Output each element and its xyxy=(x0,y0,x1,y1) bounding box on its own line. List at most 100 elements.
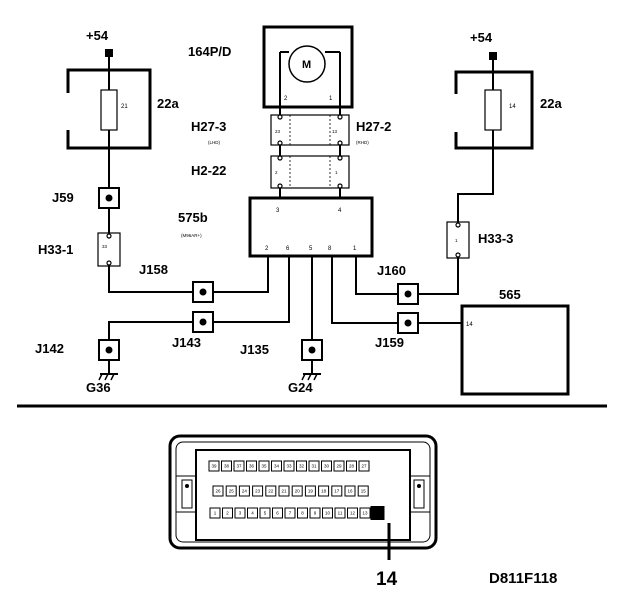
diagnostic-pin-label-27: 27 xyxy=(361,464,367,469)
supply-label-left: +54 xyxy=(86,28,109,43)
diagnostic-pin-label-11: 11 xyxy=(338,511,343,516)
control-unit-575b xyxy=(248,196,374,258)
diagnostic-pin-12 xyxy=(347,507,358,519)
fuse-left-number: 21 xyxy=(121,104,128,110)
diagnostic-pin-label-36: 36 xyxy=(249,464,255,469)
diagnostic-pin-label-19: 19 xyxy=(308,489,314,494)
fuse-right xyxy=(484,89,502,131)
connector-h33-1-bottom xyxy=(106,260,112,266)
pin-h2-22-bottom-right xyxy=(337,183,343,189)
diagnostic-pin-29 xyxy=(333,460,345,472)
connector-h33-1-pin: 33 xyxy=(102,244,108,249)
diagnostic-pin-34 xyxy=(271,460,282,472)
connector-h27-3-label: H27-3 xyxy=(191,119,226,134)
ecu-pin-6: 6 xyxy=(286,246,290,252)
diagnostic-pin-25 xyxy=(225,485,237,497)
diagnostic-pin-label-34: 34 xyxy=(274,464,280,469)
connector-h2-22-pin-1: 1 xyxy=(335,170,338,175)
supply-label-right: +54 xyxy=(470,30,493,45)
diagnostic-pin-31 xyxy=(308,460,320,472)
diagnostic-pin-label-6: 6 xyxy=(276,511,279,516)
diagnostic-pin-35 xyxy=(258,460,270,472)
diagnostic-pin-label-35: 35 xyxy=(261,464,267,469)
motor-symbol: M xyxy=(302,59,311,71)
drawing-id: D811F118 xyxy=(489,570,557,587)
connector-j159-label: J159 xyxy=(375,335,404,350)
diagnostic-pin-label-1: 1 xyxy=(214,511,217,516)
connector-j143-pin xyxy=(199,318,207,326)
connector-j158-pin xyxy=(199,288,207,296)
diagnostic-pin-label-9: 9 xyxy=(314,511,317,516)
connector-j160-label: J160 xyxy=(377,263,406,278)
diagnostic-pin-label-39: 39 xyxy=(211,464,217,469)
diagnostic-pin-22 xyxy=(265,485,277,497)
connector-j59-label: J59 xyxy=(52,190,74,205)
ground-g36-label: G36 xyxy=(86,380,111,395)
diagnostic-pin-18 xyxy=(318,485,330,497)
fuse-left xyxy=(100,89,118,131)
diagnostic-pin-26 xyxy=(212,485,224,497)
diagnostic-pin-label-7: 7 xyxy=(289,511,292,516)
diagnostic-pin-39 xyxy=(208,460,220,472)
pin-14-callout: 14 xyxy=(376,569,398,590)
fuse-box-left xyxy=(66,68,152,150)
connector-h27-3-pin: 23 xyxy=(275,129,281,134)
ecu-pin-8: 8 xyxy=(328,246,332,252)
diagnostic-pin-5 xyxy=(259,507,271,519)
diagnostic-pin-label-24: 24 xyxy=(242,489,248,494)
diagnostic-pin-label-23: 23 xyxy=(255,489,261,494)
ground-g36-icon xyxy=(98,373,118,381)
motor-pin-2: 2 xyxy=(284,96,288,102)
diagnostic-pin-33 xyxy=(283,460,295,472)
unit-label-575b: 575b xyxy=(178,210,208,225)
wire-fuse-right-h33-3 xyxy=(457,130,494,222)
diagnostic-pin-label-21: 21 xyxy=(281,489,287,494)
diagnostic-pin-label-32: 32 xyxy=(299,464,305,469)
diagnostic-pin-label-10: 10 xyxy=(325,511,331,516)
diagnostic-pin-label-38: 38 xyxy=(224,464,230,469)
diagnostic-pin-label-3: 3 xyxy=(239,511,242,516)
pin-h27-2-bottom xyxy=(337,140,343,146)
unit-label-565: 565 xyxy=(499,287,521,302)
diagnostic-pin-label-13: 13 xyxy=(362,511,368,516)
wire-j160-h33-3 xyxy=(418,258,459,295)
ecu-pin-5: 5 xyxy=(309,246,313,252)
diagnostic-pin-24 xyxy=(238,485,250,497)
diagnostic-pin-32 xyxy=(296,460,307,472)
unit-575b-note: (M96AR+) xyxy=(181,233,202,238)
diagnostic-connector xyxy=(168,434,438,550)
diagnostic-pin-label-20: 20 xyxy=(295,489,301,494)
diagnostic-pin-1 xyxy=(209,507,221,519)
diagnostic-pin-6 xyxy=(272,507,283,519)
diagnostic-pin-9 xyxy=(309,507,321,519)
ground-g24-icon xyxy=(301,373,321,381)
diagnostic-pin-28 xyxy=(346,460,357,472)
wire-h33-1-j158 xyxy=(108,266,193,293)
diagnostic-pin-label-2: 2 xyxy=(226,511,229,516)
connector-h33-3 xyxy=(446,221,470,259)
connector-h33-1-label: H33-1 xyxy=(38,242,73,257)
diagnostic-pin-20 xyxy=(291,485,303,497)
diagnostic-pin-label-29: 29 xyxy=(336,464,342,469)
diagnostic-pin-label-17: 17 xyxy=(334,489,340,494)
diagnostic-pin-27 xyxy=(358,460,370,472)
connector-j142-label: J142 xyxy=(35,341,64,356)
connector-j135-pin xyxy=(308,346,316,354)
ecu-pin-3: 3 xyxy=(276,208,280,214)
diagnostic-pin-37 xyxy=(233,460,245,472)
diagnostic-pin-label-8: 8 xyxy=(301,511,304,516)
connector-h33-3-top xyxy=(455,222,461,228)
pin-h27-2-top xyxy=(337,114,343,120)
diagnostic-pin-label-31: 31 xyxy=(311,464,317,469)
unit-label-164pd: 164P/D xyxy=(188,44,231,59)
connector-h33-3-label: H33-3 xyxy=(478,231,513,246)
diagnostic-pin-4 xyxy=(247,507,258,519)
connector-j59-pin xyxy=(105,194,113,202)
diagnostic-pin-label-4: 4 xyxy=(251,511,254,516)
unit-565 xyxy=(460,304,570,396)
connector-h33-3-bottom xyxy=(455,252,461,258)
ground-g24-label: G24 xyxy=(288,380,313,395)
diagnostic-pin-36 xyxy=(246,460,257,472)
